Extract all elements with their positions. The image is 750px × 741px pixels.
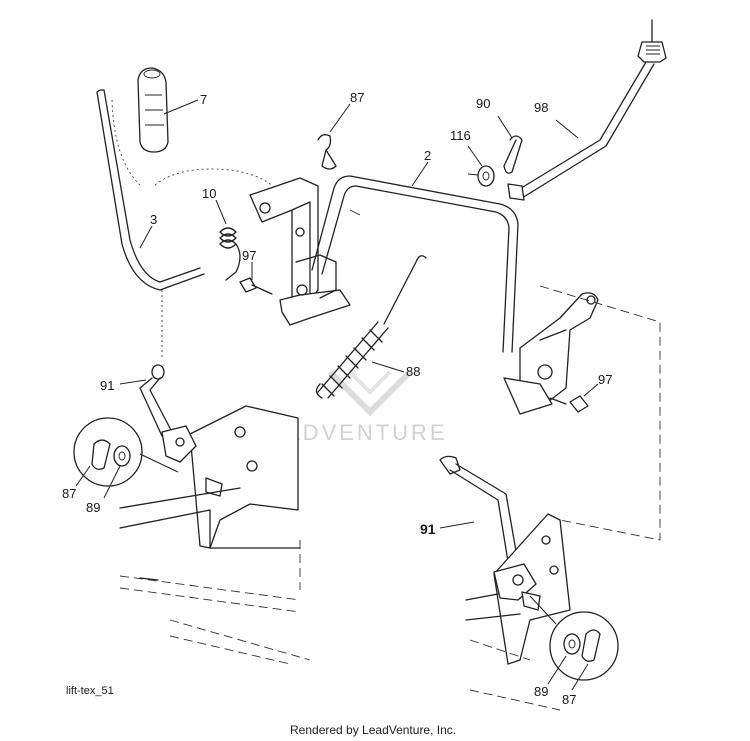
label-10: 10 — [202, 186, 216, 201]
detail-callout-left — [73, 417, 179, 487]
lift-arm-bracket-right — [503, 292, 599, 415]
label-91-left: 91 — [100, 378, 114, 393]
part-97-bolt-left — [239, 277, 273, 295]
leader-89-left — [103, 465, 121, 499]
label-87-right: 87 — [562, 692, 576, 707]
leader-97-right — [583, 383, 599, 397]
label-97-right: 97 — [598, 372, 612, 387]
label-97-left: 97 — [242, 248, 256, 263]
leader-7 — [163, 99, 199, 115]
part-87-clip-top — [317, 134, 337, 170]
mower-deck-right — [465, 513, 571, 711]
label-87-left: 87 — [62, 486, 76, 501]
part-88-extension-spring — [315, 255, 427, 399]
label-116: 116 — [450, 128, 471, 143]
leader-10 — [215, 199, 227, 225]
leader-87-left — [75, 465, 91, 487]
lift-bracket — [249, 177, 351, 326]
part-91-lift-link-left — [139, 364, 173, 437]
label-89-right: 89 — [534, 684, 548, 699]
label-89-left: 89 — [86, 500, 100, 515]
leader-87-right — [571, 663, 589, 691]
detail-callout-right — [529, 595, 619, 681]
leader-89-right — [547, 655, 567, 685]
part-7-grip — [137, 67, 169, 153]
label-2: 2 — [424, 148, 431, 163]
label-98: 98 — [534, 100, 548, 115]
mower-deck-left — [119, 405, 311, 665]
label-7: 7 — [200, 92, 207, 107]
label-3: 3 — [150, 212, 157, 227]
leader-91-left — [119, 379, 147, 385]
leader-2 — [411, 161, 429, 187]
leader-91-right — [439, 521, 475, 529]
leader-90 — [497, 115, 513, 139]
part-90-clip — [503, 135, 523, 174]
leader-116 — [467, 145, 483, 167]
part-97-bolt-right — [549, 395, 589, 413]
part-98-rod — [507, 19, 667, 201]
leader-88 — [371, 361, 405, 373]
part-116-washer — [467, 165, 495, 187]
label-91-right: 91 — [420, 521, 436, 537]
part-2-lift-shaft — [311, 175, 519, 353]
leader-87-top — [329, 103, 351, 133]
footer-credit: Rendered by LeadVenture, Inc. — [290, 723, 456, 737]
label-90: 90 — [476, 96, 490, 111]
part-10-torsion-spring — [219, 227, 241, 281]
leader-3 — [139, 225, 153, 249]
label-88: 88 — [406, 364, 420, 379]
guide-dash-right — [539, 285, 661, 541]
label-87-top: 87 — [350, 90, 364, 105]
part-91-lift-link-right — [439, 455, 521, 575]
leader-98 — [555, 119, 579, 139]
diagram-code: lift-tex_51 — [66, 685, 114, 697]
part-3-lift-handle — [96, 89, 286, 360]
